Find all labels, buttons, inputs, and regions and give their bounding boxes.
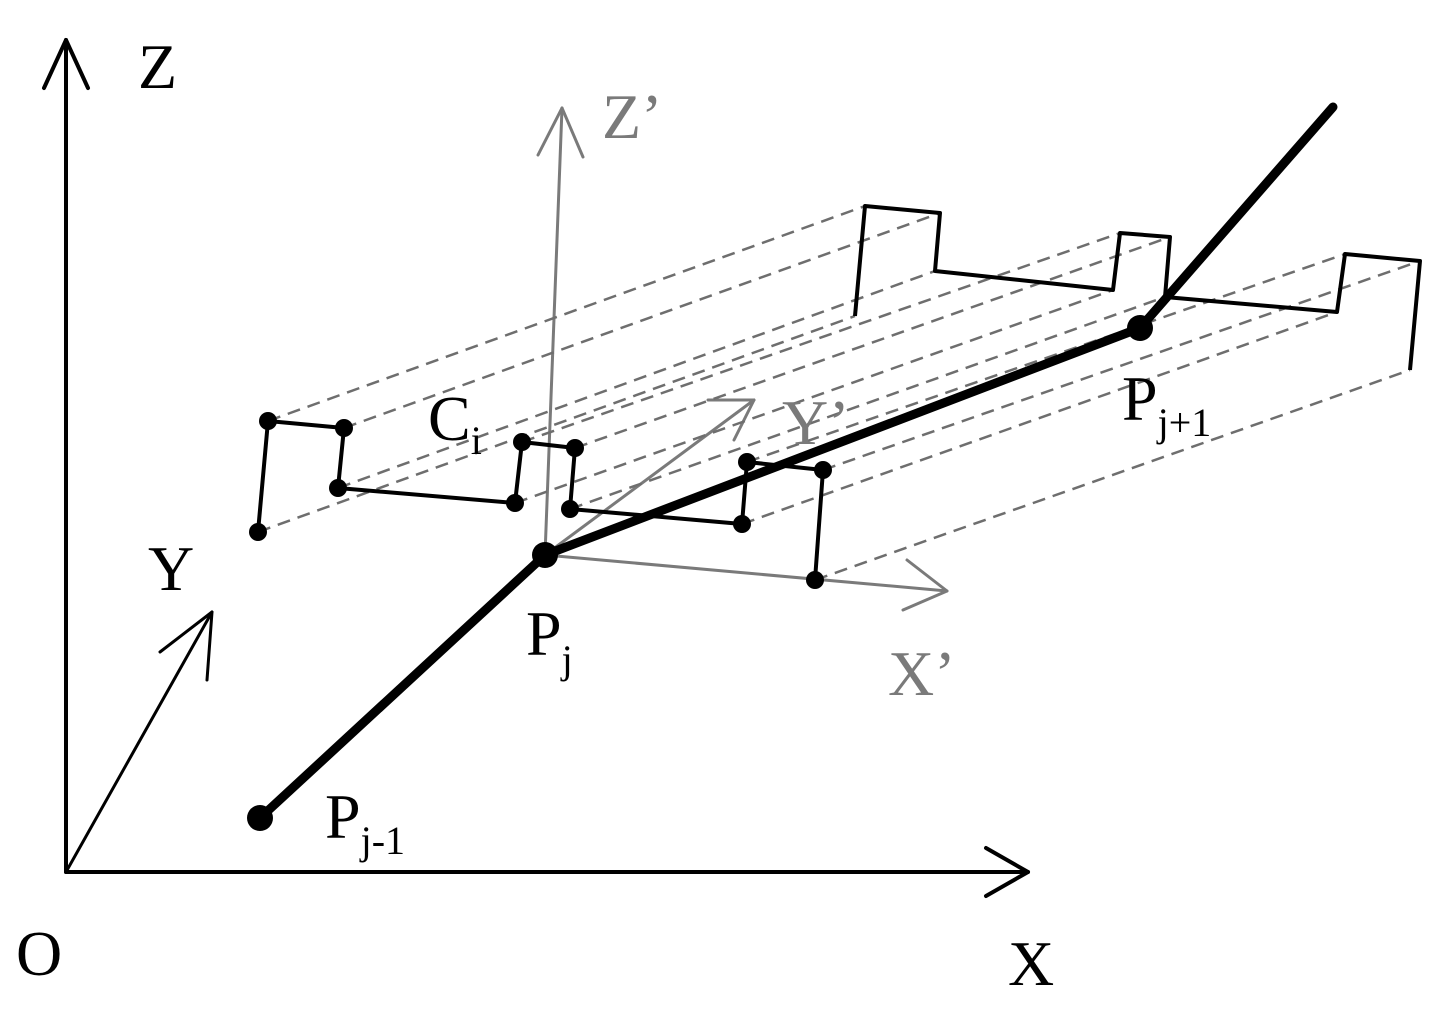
- near-contour-profile: [256, 419, 825, 581]
- global-y-axis: [64, 610, 214, 874]
- local-z-axis: [543, 106, 564, 557]
- point-p-prev: [247, 805, 273, 831]
- contour-vertices: [249, 412, 832, 589]
- point-p-next: [1127, 315, 1153, 341]
- label-contour: Ci: [428, 383, 482, 463]
- point-p-curr: [532, 542, 558, 568]
- global-x-arrowhead: [984, 846, 1030, 898]
- local-y-arrowhead: [706, 398, 756, 442]
- label-p-curr: Pj: [526, 598, 573, 682]
- local-y-axis: [543, 398, 756, 557]
- path-points: [247, 315, 1153, 831]
- label-axis-z: Z: [138, 31, 177, 102]
- contour-vertex: [506, 494, 524, 512]
- contour-vertex: [806, 571, 824, 589]
- label-contour-sub: i: [471, 418, 482, 463]
- projection-lines: [257, 204, 1421, 582]
- local-z-arrowhead: [536, 106, 585, 159]
- local-axes: [536, 106, 949, 612]
- label-p-next-base: P: [1122, 363, 1158, 434]
- label-p-curr-sub: j: [560, 637, 573, 682]
- label-origin: O: [16, 918, 62, 989]
- segment-prev: [255, 550, 550, 823]
- label-axis-x: X: [1008, 928, 1054, 999]
- contour-vertex: [259, 412, 277, 430]
- contour-vertex: [814, 461, 832, 479]
- label-p-next-sub: j+1: [1156, 400, 1212, 445]
- segment-next: [540, 323, 1145, 560]
- label-p-prev: Pj-1: [325, 781, 405, 863]
- local-x-arrowhead: [901, 558, 949, 612]
- contour-vertex: [335, 419, 353, 437]
- label-p-next: Pj+1: [1122, 363, 1211, 445]
- far-contour-profile: [853, 204, 1422, 371]
- contour-vertex: [733, 515, 751, 533]
- global-axes: [42, 38, 1030, 898]
- label-p-curr-base: P: [526, 598, 562, 669]
- label-axis-y: Y: [148, 533, 194, 604]
- contour-vertex: [249, 523, 267, 541]
- global-y-arrowhead: [158, 610, 214, 682]
- label-p-prev-base: P: [325, 781, 361, 852]
- label-local-x: X’: [888, 638, 956, 709]
- local-x-axis: [543, 553, 949, 593]
- label-local-z: Z’: [602, 81, 662, 152]
- contour-vertex: [329, 479, 347, 497]
- label-p-prev-sub: j-1: [359, 818, 405, 863]
- label-contour-base: C: [428, 383, 471, 454]
- contour-vertex: [566, 439, 584, 457]
- label-local-y: Y’: [782, 387, 850, 458]
- global-z-arrowhead: [42, 38, 90, 90]
- contour-vertex: [513, 433, 531, 451]
- path-polyline: [255, 102, 1338, 823]
- contour-vertex: [738, 453, 756, 471]
- segment-beyond: [1135, 102, 1338, 333]
- contour-vertex: [561, 500, 579, 518]
